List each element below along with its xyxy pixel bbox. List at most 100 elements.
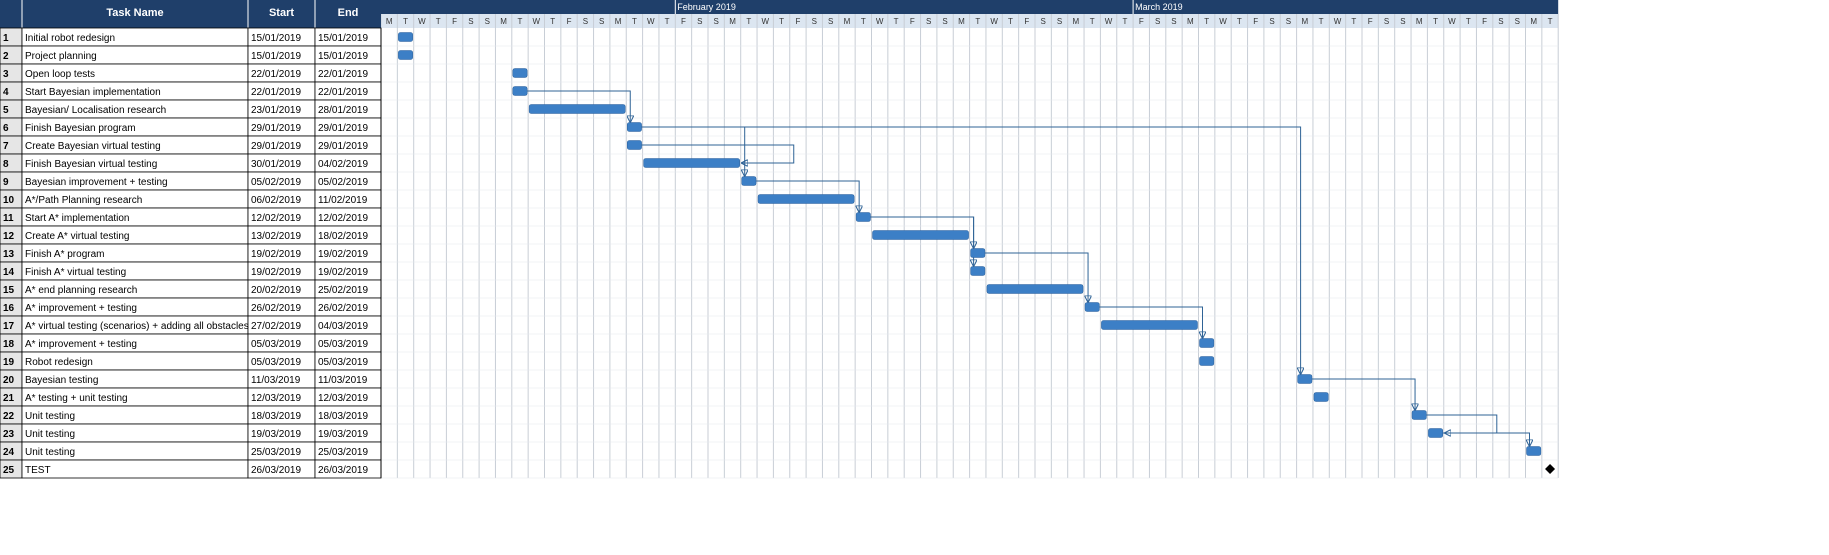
day-letter: T (1204, 17, 1209, 26)
task-start: 22/01/2019 (251, 87, 301, 98)
day-letter: F (795, 17, 800, 26)
task-name: Finish A* virtual testing (25, 267, 126, 278)
day-letter: S (599, 17, 604, 26)
row-number: 20 (3, 375, 15, 386)
task-bar (1199, 338, 1215, 348)
day-letter: F (681, 17, 686, 26)
day-letter: F (567, 17, 572, 26)
day-letter: F (910, 17, 915, 26)
table-row: 17 A* virtual testing (scenarios) + addin… (0, 315, 382, 335)
row-number: 17 (3, 321, 15, 332)
day-letter: F (1368, 17, 1373, 26)
day-letter: S (1384, 17, 1389, 26)
dependency-link (641, 144, 795, 163)
day-letter: S (1286, 17, 1291, 26)
day-letter: T (1237, 17, 1242, 26)
table-header (0, 0, 381, 28)
day-letter: T (665, 17, 670, 26)
task-end: 05/03/2019 (318, 357, 368, 368)
row-number: 13 (3, 249, 15, 260)
day-letter: S (1269, 17, 1274, 26)
day-letter: S (583, 17, 588, 26)
task-name: Project planning (25, 51, 97, 62)
row-number: 1 (3, 33, 9, 44)
dependency-link (527, 90, 630, 122)
task-start: 26/02/2019 (251, 303, 301, 314)
day-letter: S (468, 17, 473, 26)
task-name-cell (21, 459, 249, 479)
task-name: Unit testing (25, 447, 75, 458)
task-end: 25/03/2019 (318, 447, 368, 458)
task-name: Finish A* program (25, 249, 104, 260)
task-name: Initial robot redesign (25, 33, 115, 44)
task-end: 11/03/2019 (318, 375, 368, 386)
task-bar (1084, 302, 1100, 312)
day-letter: S (1171, 17, 1176, 26)
task-start: 12/03/2019 (251, 393, 301, 404)
day-letter: W (533, 17, 541, 26)
dependency-link (1099, 306, 1202, 338)
task-start: 06/02/2019 (251, 195, 301, 206)
row-number: 24 (3, 447, 15, 458)
dependency-link (984, 252, 1088, 302)
task-start: 29/01/2019 (251, 123, 301, 134)
task-name: A* virtual testing (scenarios) + adding … (25, 321, 249, 332)
task-end: 25/02/2019 (318, 285, 368, 296)
task-name: A* testing + unit testing (25, 393, 128, 404)
task-end: 18/02/2019 (318, 231, 368, 242)
task-start: 23/01/2019 (251, 105, 301, 116)
day-letter: S (1400, 17, 1405, 26)
day-letter: W (990, 17, 998, 26)
task-bar (643, 158, 740, 168)
task-bar (1297, 374, 1313, 384)
day-letter: S (828, 17, 833, 26)
task-end: 11/02/2019 (318, 195, 368, 206)
day-letter: T (1008, 17, 1013, 26)
task-name: A* improvement + testing (25, 303, 137, 314)
task-bar (1313, 392, 1329, 402)
task-bar (970, 248, 986, 258)
task-bar (757, 194, 855, 204)
day-letter: T (632, 17, 637, 26)
task-bar (1199, 356, 1215, 366)
column-header-start: Start (269, 7, 294, 19)
day-letter: S (812, 17, 817, 26)
task-name: A* improvement + testing (25, 339, 137, 350)
task-bar (741, 176, 757, 186)
dependency-link (870, 216, 974, 266)
task-name: Start A* implementation (25, 213, 130, 224)
day-letter: W (1334, 17, 1342, 26)
month-label: March 2019 (1135, 2, 1183, 12)
day-letter: T (1122, 17, 1127, 26)
task-bar (627, 140, 642, 150)
day-letter: T (779, 17, 784, 26)
row-number: 2 (3, 51, 9, 62)
task-name: Bayesian/ Localisation research (25, 105, 166, 116)
day-letter: F (1482, 17, 1487, 26)
task-bar (872, 230, 969, 240)
row-number: 16 (3, 303, 15, 314)
day-letter: T (403, 17, 408, 26)
task-name: Create A* virtual testing (25, 231, 130, 242)
day-letter: S (926, 17, 931, 26)
day-letter: M (386, 17, 393, 26)
row-number: 21 (3, 393, 15, 404)
task-end: 05/02/2019 (318, 177, 368, 188)
dependency-link (641, 126, 1301, 374)
task-name: Create Bayesian virtual testing (25, 141, 161, 152)
day-letter: W (761, 17, 769, 26)
day-letter: S (1498, 17, 1503, 26)
task-start: 29/01/2019 (251, 141, 301, 152)
day-letter: S (1155, 17, 1160, 26)
task-end: 29/01/2019 (318, 141, 368, 152)
